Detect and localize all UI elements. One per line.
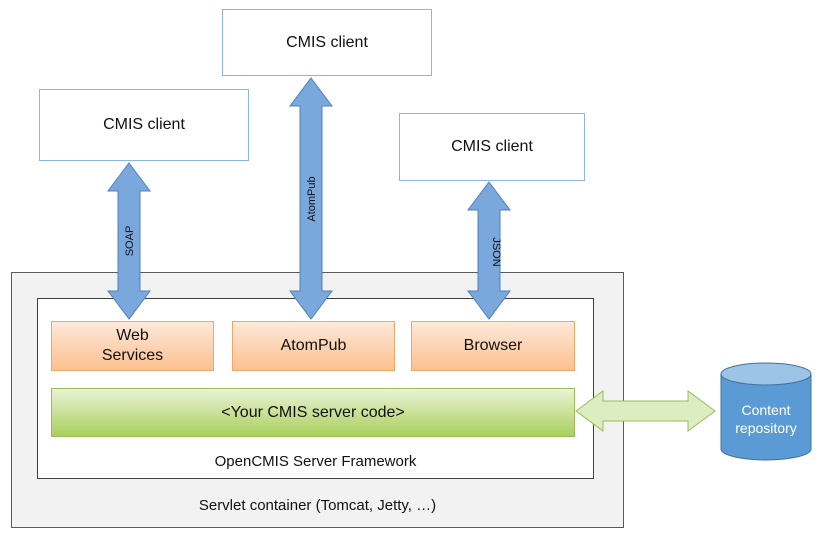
soap-arrow [107, 162, 151, 320]
cmis-client-atompub: CMIS client [222, 9, 432, 76]
atompub-arrow-label: AtomPub [306, 176, 318, 221]
cmis-client-label: CMIS client [286, 33, 368, 51]
atompub-arrow [289, 77, 333, 320]
web-services-label-line1: Web [116, 327, 149, 344]
web-services-label-line2: Services [101, 347, 164, 364]
cmis-client-json: CMIS client [399, 113, 585, 181]
atompub-binding: AtomPub [232, 321, 395, 371]
repository-label-line1: Content [741, 402, 790, 418]
web-services-binding: Web Services [51, 321, 214, 371]
servlet-container-label: Servlet container (Tomcat, Jetty, …) [198, 497, 437, 514]
repository-link-arrow [575, 390, 716, 432]
server-code-label: <Your CMIS server code> [221, 403, 405, 421]
browser-binding-label: Browser [463, 337, 523, 354]
framework-label: OpenCMIS Server Framework [214, 453, 417, 470]
cmis-client-label: CMIS client [103, 116, 185, 133]
cmis-client-label: CMIS client [451, 138, 533, 155]
cmis-client-soap: CMIS client [39, 89, 249, 161]
server-code-box: <Your CMIS server code> [51, 388, 575, 437]
database-icon [720, 362, 812, 461]
atompub-binding-label: AtomPub [280, 337, 347, 354]
browser-binding: Browser [411, 321, 575, 371]
soap-label: SOAP [124, 226, 136, 257]
json-label: JSON [490, 237, 502, 266]
repository-label-line2: repository [735, 420, 796, 436]
json-arrow [467, 181, 511, 320]
